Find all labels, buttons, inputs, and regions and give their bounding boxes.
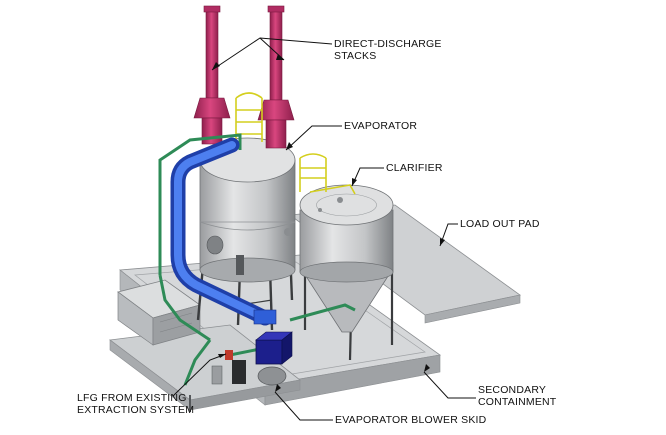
clarifier-railing	[299, 153, 356, 195]
evaporator-railing	[235, 92, 263, 142]
label-clarifier: CLARIFIER	[386, 162, 443, 174]
label-containment-line-2: CONTAINMENT	[478, 396, 557, 408]
blower-skid	[211, 331, 293, 386]
label-stacks-line-1: DIRECT-DISCHARGE	[334, 38, 442, 50]
control-enclosure	[117, 279, 201, 346]
green-piping	[158, 133, 356, 386]
direct-discharge-stacks	[193, 5, 295, 149]
evaporator	[199, 137, 296, 283]
arrowheads	[212, 54, 445, 392]
label-stacks-line-2: STACKS	[334, 50, 377, 62]
label-secondary-containment: SECONDARY CONTAINMENT	[478, 384, 556, 408]
label-containment-line-1: SECONDARY	[478, 384, 547, 396]
label-evaporator: EVAPORATOR	[344, 120, 418, 132]
label-load-out-pad: LOAD OUT PAD	[460, 218, 540, 230]
clarifier	[299, 184, 394, 333]
label-direct-discharge-stacks: DIRECT-DISCHARGE STACKS	[334, 38, 442, 62]
blue-piping	[170, 137, 277, 326]
label-lfg-line-1: LFG FROM EXISTING	[77, 392, 187, 404]
label-lfg-extraction: LFG FROM EXISTING EXTRACTION SYSTEM	[77, 392, 194, 416]
label-lfg-line-2: EXTRACTION SYSTEM	[77, 404, 195, 416]
label-evaporator-blower-skid: EVAPORATOR BLOWER SKID	[335, 414, 487, 426]
